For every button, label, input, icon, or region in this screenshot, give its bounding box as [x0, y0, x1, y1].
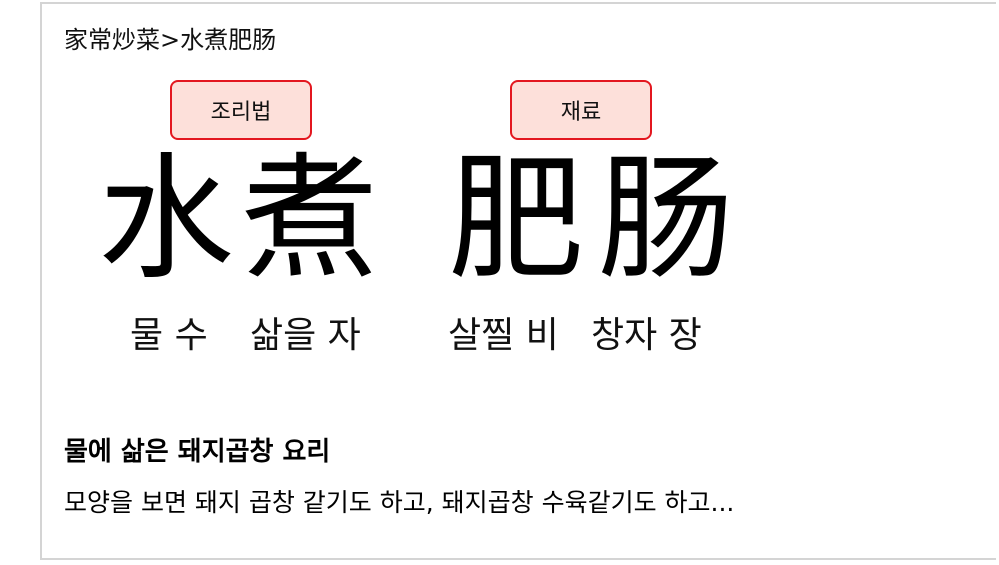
dish-description: 모양을 보면 돼지 곱창 같기도 하고, 돼지곱창 수육같기도 하고...: [64, 488, 735, 517]
reading-water: 물 수: [130, 315, 208, 356]
hanja-character-intestine: 肠: [598, 141, 734, 299]
reading-boil: 삶을 자: [250, 315, 361, 356]
breadcrumb: 家常炒菜>水煮肥肠: [64, 26, 277, 54]
ingredient-tag: 재료: [510, 80, 652, 140]
hanja-character-fat: 肥: [448, 141, 584, 299]
reading-intestine: 창자 장: [591, 315, 702, 356]
reading-fat: 살찔 비: [448, 315, 559, 356]
hanja-character-water: 水: [98, 141, 234, 299]
hanja-character-boil: 煮: [242, 141, 378, 299]
cooking-method-tag: 조리법: [170, 80, 312, 140]
dish-title: 물에 삶은 돼지곱창 요리: [64, 437, 331, 467]
